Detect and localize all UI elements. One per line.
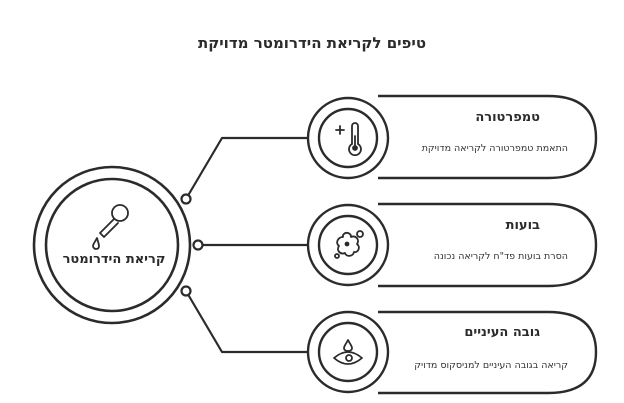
connector-1: [184, 136, 310, 201]
page-title: טיפים לקריאת הידרומטר מדויקת: [197, 34, 427, 52]
connector-3: [184, 289, 310, 354]
card-3: [378, 310, 598, 395]
card-3-description: קריאה בגובה העיניים למניסקוס מדויק: [414, 360, 568, 371]
card-1: [378, 94, 598, 180]
card-1-title: טמפרטורה: [475, 110, 540, 125]
card-2: [378, 202, 598, 288]
hub: [32, 165, 192, 325]
eye-drop-icon: [333, 339, 363, 365]
card-3-title: גובה העיניים: [464, 325, 540, 340]
dropper-icon: [92, 204, 129, 250]
hub-label: קריאת הידרומטר: [62, 252, 166, 267]
connector-dot-3: [180, 285, 192, 297]
bubbles-icon: [334, 230, 364, 259]
card-2-title: בועות: [505, 218, 540, 233]
card-1-description: התאמת טמפרטורה לקריאה מדויקת: [421, 143, 568, 154]
connector-dot-2: [192, 239, 204, 251]
thermometer-icon: [335, 122, 362, 157]
card-2-description: הסרת בועות פד"ח לקריאה נכונה: [433, 251, 568, 262]
connector-dot-1: [180, 193, 192, 205]
